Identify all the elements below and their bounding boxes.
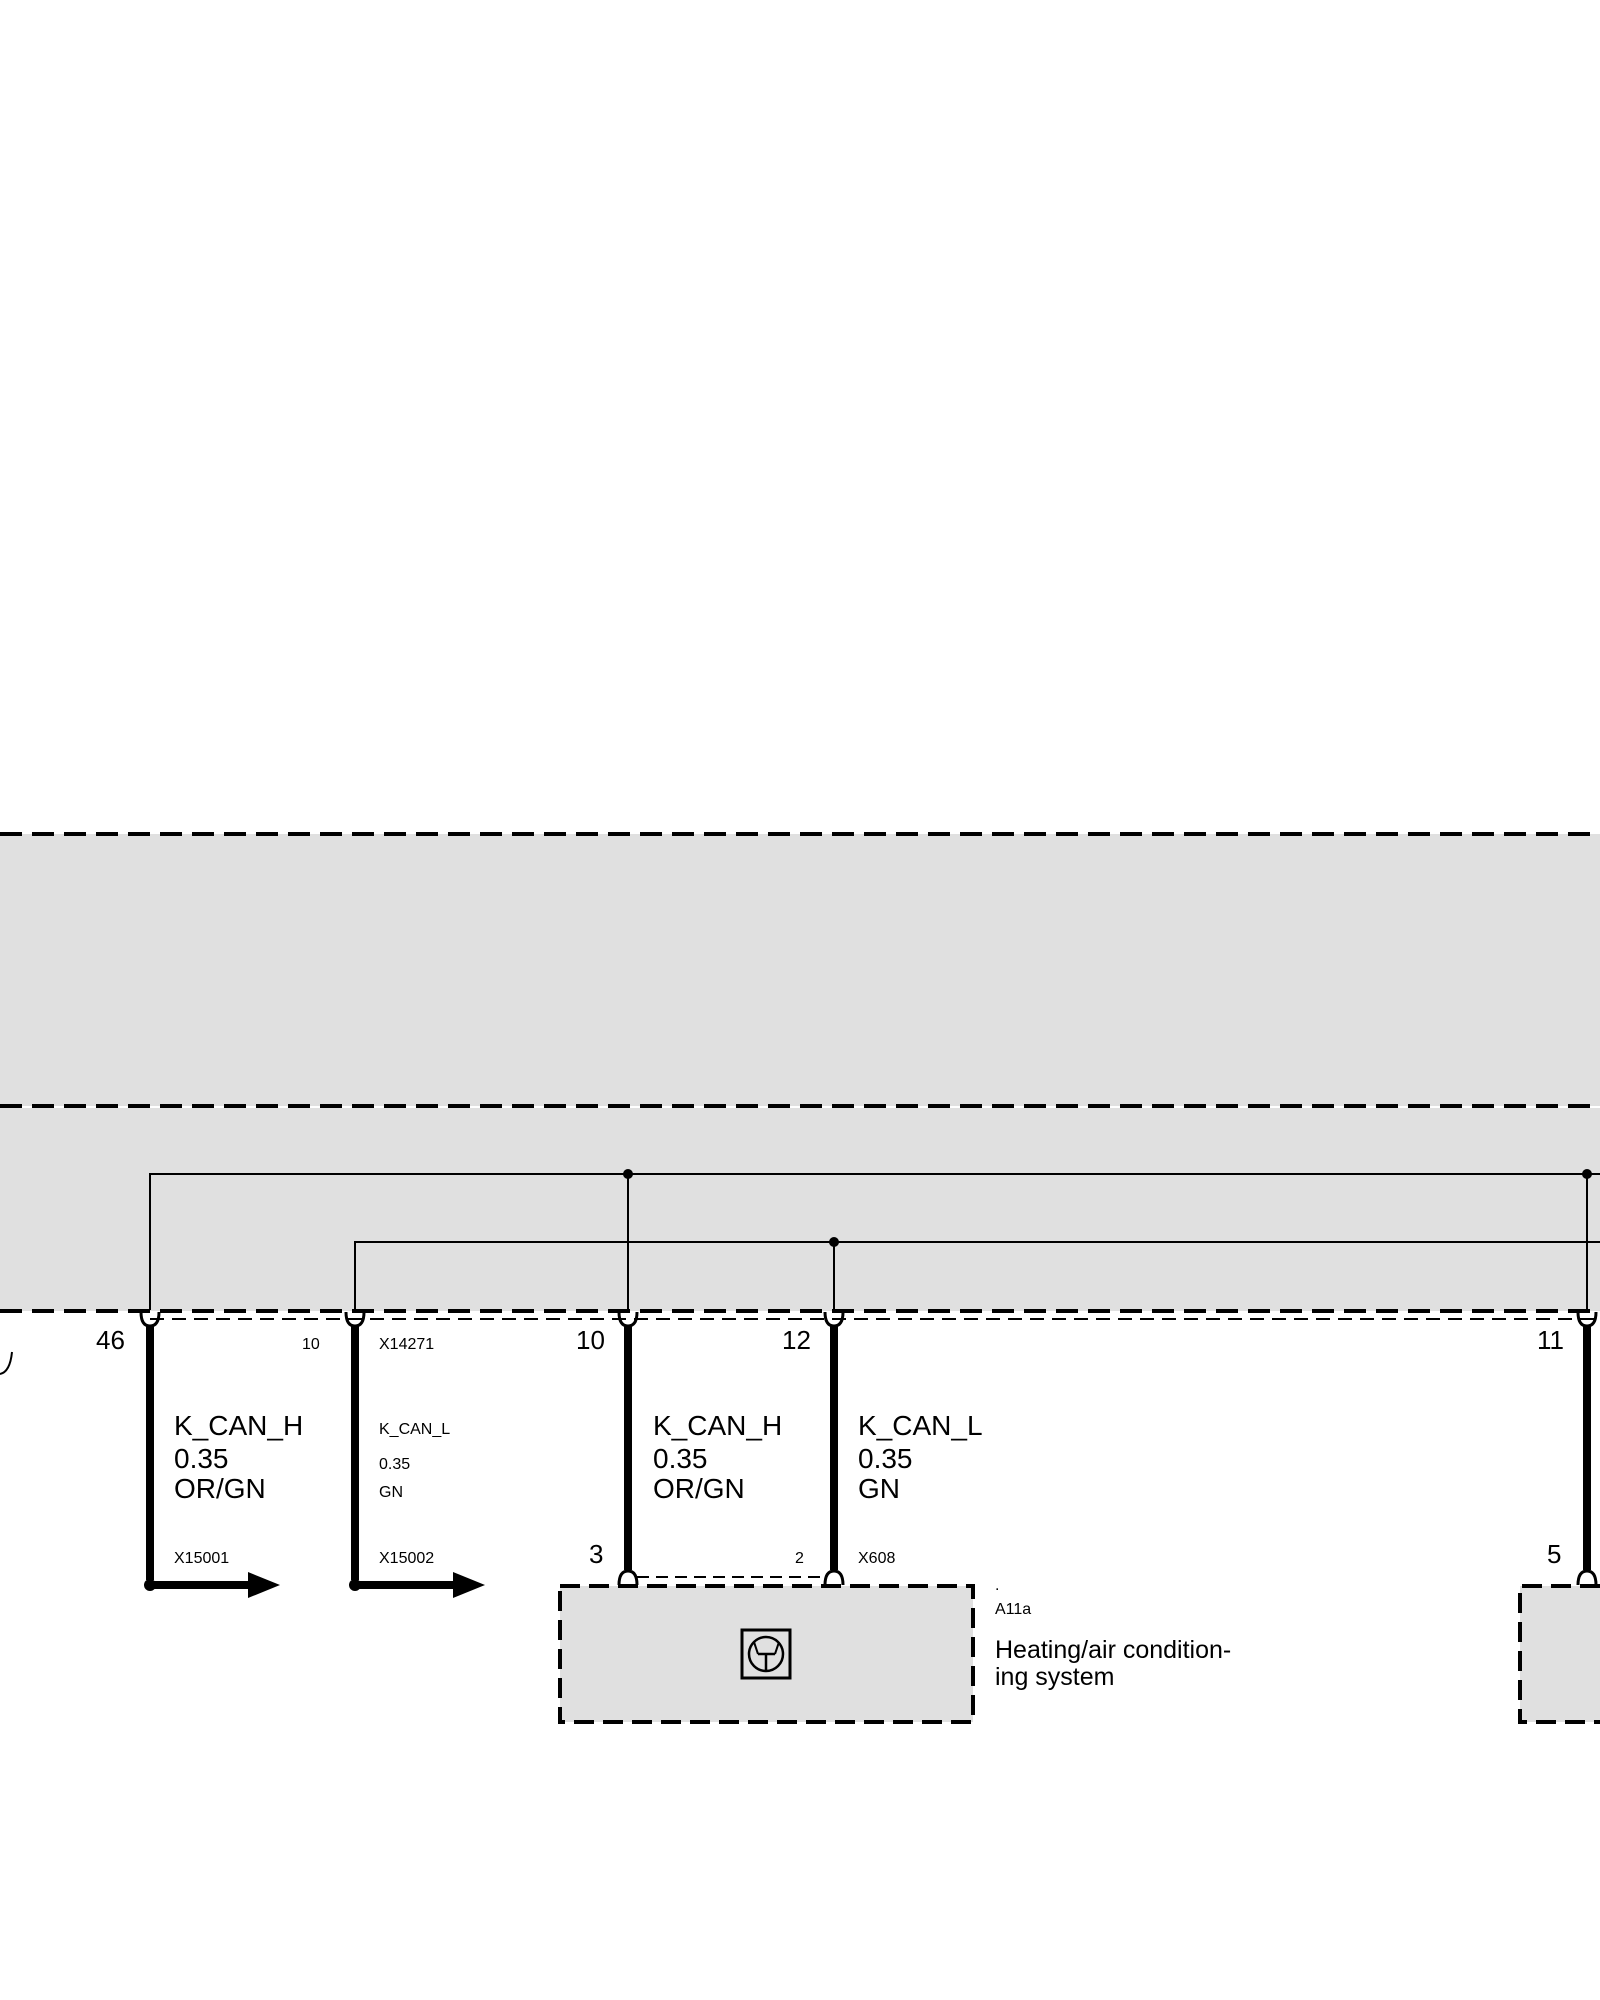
junction-dot <box>829 1237 839 1247</box>
connector-id: X15001 <box>174 1550 229 1567</box>
wire-color: GN <box>858 1473 900 1504</box>
wire-size: 0.35 <box>379 1456 410 1473</box>
wire-size: 0.35 <box>653 1443 708 1474</box>
bus-module-block <box>0 1108 1600 1311</box>
component-name: ing system <box>995 1663 1114 1691</box>
wire-size: 0.35 <box>858 1443 913 1474</box>
pin-number: 12 <box>782 1325 811 1355</box>
pin-number: 11 <box>1537 1325 1564 1355</box>
arrow-right-icon[interactable] <box>144 1572 280 1598</box>
pin-number: 2 <box>795 1550 804 1567</box>
pin-number: 5 <box>1547 1539 1561 1569</box>
connector-id: X608 <box>858 1550 895 1567</box>
signal-name: K_CAN_H <box>174 1410 303 1441</box>
pin-number: 3 <box>589 1539 603 1569</box>
component-name: Heating/air condition- <box>995 1636 1231 1664</box>
arrow-right-icon[interactable] <box>349 1572 485 1598</box>
junction-dot <box>623 1169 633 1179</box>
transistor-module-icon <box>740 1628 792 1680</box>
right-module-partial[interactable] <box>1518 1584 1600 1724</box>
signal-name: K_CAN_L <box>858 1410 983 1441</box>
upper-module-block <box>0 834 1600 1106</box>
wire-color: OR/GN <box>653 1473 745 1504</box>
wire-size: 0.35 <box>174 1443 229 1474</box>
bus-line-can-l <box>354 1241 1600 1310</box>
component-dot: . <box>995 1577 999 1594</box>
component-id: A11a <box>995 1601 1031 1618</box>
wire-color: OR/GN <box>174 1473 266 1504</box>
partial-arc <box>0 1351 13 1375</box>
wire-color: GN <box>379 1484 403 1501</box>
bus-line-can-h <box>149 1173 1600 1310</box>
pin-number: 46 <box>96 1325 125 1355</box>
pin-number: 10 <box>302 1336 320 1353</box>
junction-dot <box>1582 1169 1592 1179</box>
signal-name: K_CAN_H <box>653 1410 782 1441</box>
connector-id: X14271 <box>379 1336 434 1353</box>
pin-number: 10 <box>576 1325 605 1355</box>
connector-id: X15002 <box>379 1550 434 1567</box>
signal-name: K_CAN_L <box>379 1421 450 1438</box>
pin-fork <box>617 1569 1598 1586</box>
